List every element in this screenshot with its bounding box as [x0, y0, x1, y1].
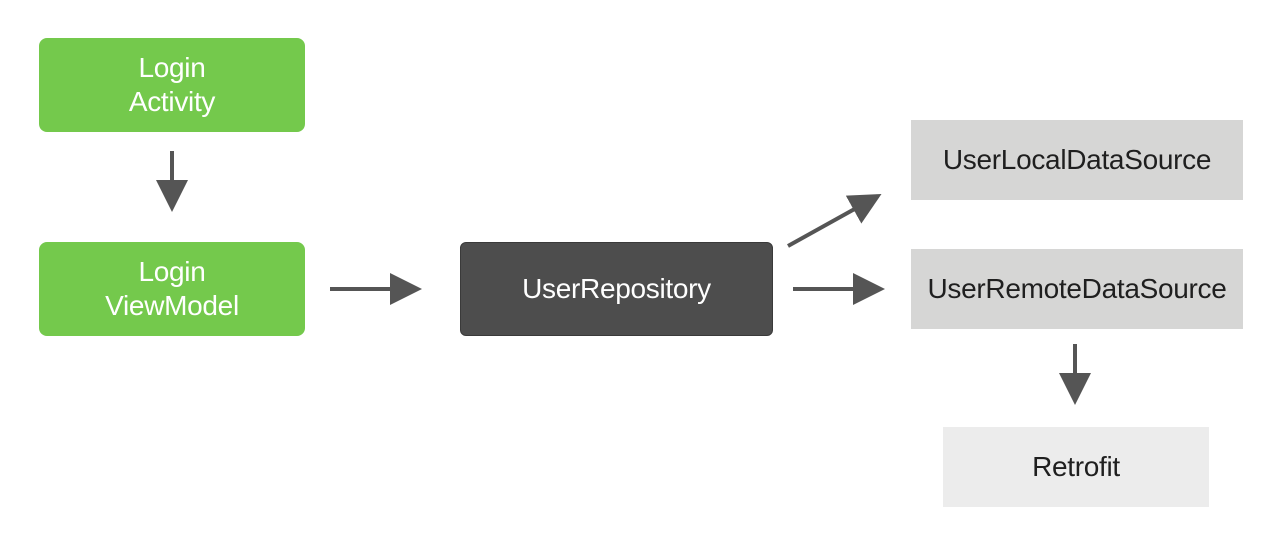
- retrofit-node: Retrofit: [943, 427, 1209, 507]
- login-viewmodel-label-line2: ViewModel: [105, 290, 239, 321]
- login-activity-node: Login Activity: [39, 38, 305, 132]
- user-repository-label: UserRepository: [522, 273, 711, 304]
- retrofit-label: Retrofit: [1032, 451, 1120, 482]
- user-remote-data-source-node: UserRemoteDataSource: [911, 249, 1243, 329]
- arrow-repository-to-local-datasource: [787, 194, 882, 248]
- login-activity-label-line1: Login: [138, 52, 206, 83]
- user-local-data-source-node: UserLocalDataSource: [911, 120, 1243, 200]
- login-activity-label-line2: Activity: [128, 86, 216, 117]
- login-viewmodel-node: Login ViewModel: [39, 242, 305, 336]
- user-repository-node: UserRepository: [460, 242, 773, 336]
- user-remote-data-source-label: UserRemoteDataSource: [927, 273, 1227, 304]
- user-local-data-source-label: UserLocalDataSource: [942, 144, 1212, 175]
- login-viewmodel-label-line1: Login: [138, 256, 206, 287]
